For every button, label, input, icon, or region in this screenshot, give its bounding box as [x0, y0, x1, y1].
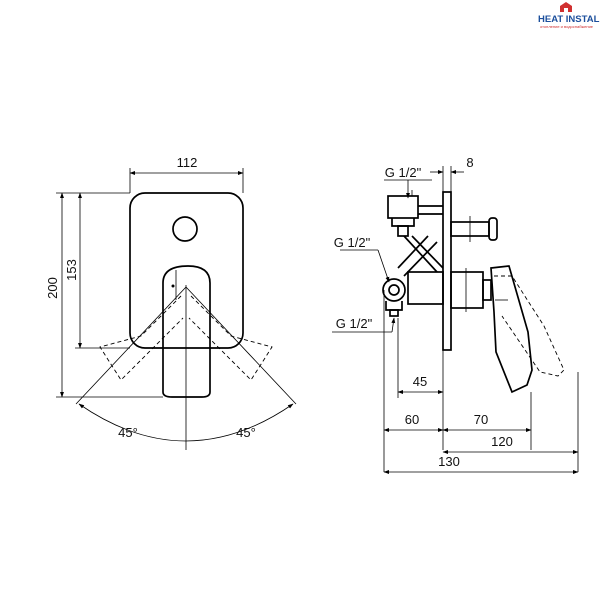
house-icon [560, 2, 572, 12]
thread-label-bottom: G 1/2" [336, 316, 373, 331]
middle-inlet-ring [382, 278, 406, 302]
thread-label-middle: G 1/2" [334, 235, 371, 250]
dim-plate-thickness: 8 [466, 155, 473, 170]
dim-total-height: 200 [45, 277, 60, 299]
angle-left: 45° [118, 425, 138, 440]
top-inlet-block [387, 195, 419, 219]
dim-width: 112 [177, 155, 198, 170]
mixer-body [407, 271, 444, 305]
rotation-arc [78, 403, 294, 442]
brand-name: HEAT INSTALL [538, 14, 600, 25]
brand-logo: HEAT INSTALL отопление и водоснабжение [538, 2, 600, 29]
lever-side [490, 265, 533, 394]
wall-flange [442, 191, 452, 351]
side-view: G 1/2" G 1/2" G 1/2" 8 45 60 70 120 [332, 155, 579, 474]
dim-total-depth: 130 [438, 454, 460, 469]
cartridge-housing [450, 271, 484, 309]
lever-side-ghost [494, 275, 565, 377]
lever-ghost-left [99, 295, 184, 381]
cover-plate [129, 192, 244, 349]
dim-body-depth: 60 [405, 412, 419, 427]
diverter-cap [488, 217, 498, 241]
lever-ghost-right [188, 295, 273, 381]
front-view: 112 200 153 45° 45° [45, 155, 297, 450]
lever-dot [171, 284, 175, 288]
brace-b [397, 235, 429, 269]
brand-tagline: отопление и водоснабжение [540, 24, 594, 29]
bottom-outlet [385, 301, 403, 311]
dim-plate-height: 153 [64, 259, 79, 281]
lever-handle [162, 265, 211, 398]
diverter-knob [172, 216, 198, 242]
brace-a [403, 235, 438, 273]
angle-right: 45° [236, 425, 256, 440]
dim-front-depth: 120 [491, 434, 513, 449]
dim-outlet-offset: 45 [413, 374, 427, 389]
thread-label-top: G 1/2" [385, 165, 422, 180]
dim-lever-depth: 70 [474, 412, 488, 427]
